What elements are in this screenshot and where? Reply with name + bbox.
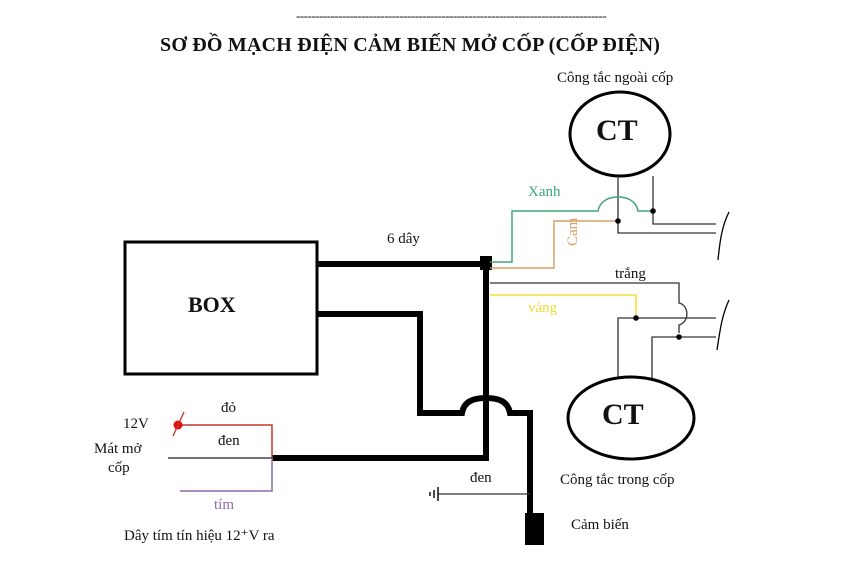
inner-switch-caption: Công tắc trong cốp	[560, 472, 675, 488]
inner-switch-circle	[566, 375, 696, 461]
purple-wire	[180, 458, 273, 492]
outer-switch-symbol: CT	[596, 114, 638, 147]
orange-wire	[490, 220, 618, 269]
cable-box-to-sensor	[317, 311, 533, 513]
box-label: BOX	[188, 292, 236, 317]
12v-label: 12V	[123, 416, 149, 432]
outer-switch-circle	[568, 90, 672, 178]
node-dot	[676, 334, 682, 340]
outer-switch-caption: Công tắc ngoài cốp	[557, 70, 674, 86]
sensor-block	[525, 513, 544, 545]
green-wire-label: Xanh	[528, 184, 561, 200]
ground-label-line2: cốp	[108, 460, 130, 476]
white-wire-label: trắng	[615, 266, 646, 282]
box-rect	[123, 240, 319, 376]
ground-label-line1: Mát mở	[94, 441, 142, 457]
yellow-wire-label: vàng	[528, 300, 558, 316]
orange-wire-label: Cam	[565, 217, 581, 246]
fuse-slash	[172, 411, 185, 437]
ground-icon	[429, 487, 439, 501]
header-divider: ----------------------------------------…	[296, 8, 607, 23]
green-wire	[490, 196, 653, 263]
node-dot	[615, 218, 621, 224]
white-wire	[490, 282, 688, 333]
inner-switch-contact	[716, 299, 730, 351]
inner-switch-wire-1	[617, 317, 716, 378]
node-dot	[650, 208, 656, 214]
purple-wire-note: Dây tím tín hiệu 12⁺V ra	[124, 528, 275, 544]
red-wire-label: đỏ	[221, 400, 236, 416]
yellow-wire	[490, 294, 637, 318]
bundle-label: 6 dây	[387, 231, 420, 247]
ground-wire-label: đen	[470, 470, 492, 486]
node-dot	[633, 315, 639, 321]
outer-switch-contact	[717, 211, 730, 261]
page-title: SƠ ĐỒ MẠCH ĐIỆN CẢM BIẾN MỞ CỐP (CỐP ĐIỆ…	[160, 34, 661, 56]
inner-switch-symbol: CT	[602, 398, 644, 431]
purple-wire-label: tím	[214, 497, 235, 513]
inner-switch-wire-2	[651, 336, 716, 378]
sensor-label: Cảm biến	[571, 517, 629, 533]
outer-switch-wire-2	[652, 176, 716, 225]
red-wire	[178, 424, 273, 458]
cable-trunk	[272, 264, 489, 461]
outer-switch-wire-1	[617, 176, 716, 234]
black-wire-label: đen	[218, 433, 240, 449]
